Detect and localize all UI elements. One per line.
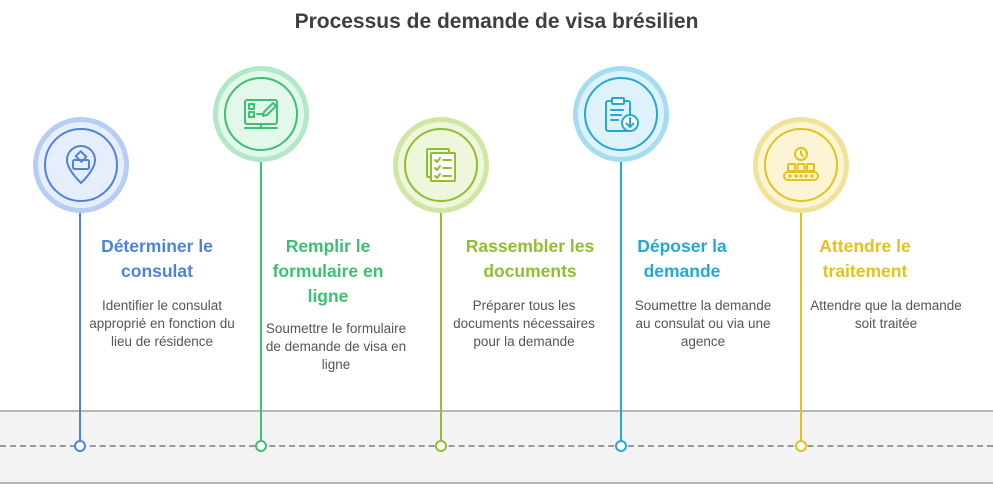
step-5-heading: Attendre le traitement	[819, 236, 911, 281]
step-4-description: Soumettre la demande au consulat ou via …	[634, 298, 772, 349]
step-2-circle	[213, 66, 309, 162]
step-3-circle	[393, 117, 489, 213]
timeline-road	[0, 410, 993, 484]
step-1-heading: Déterminer le consulat	[101, 236, 213, 281]
step-5-description: Attendre que la demande soit traitée	[810, 298, 962, 331]
step-4-heading: Déposer la demande	[637, 236, 727, 281]
documents-checklist-icon	[426, 148, 456, 182]
location-pin-icon	[66, 145, 96, 184]
step-2-heading: Remplir le formulaire en ligne	[272, 236, 384, 306]
step-1-circle	[33, 117, 129, 213]
step-1-description: Identifier le consulat approprié en fonc…	[89, 298, 235, 349]
step-3-heading: Rassembler les documents	[465, 236, 595, 281]
diagram-title: Processus de demande de visa brésilien	[294, 10, 699, 33]
step-4-circle	[573, 66, 669, 162]
timeline-dashed-line	[0, 445, 993, 447]
step-2-connector	[260, 162, 262, 444]
online-form-icon	[244, 99, 278, 129]
processing-wait-icon	[783, 147, 819, 181]
step-4-connector	[620, 162, 622, 444]
clipboard-submit-icon	[605, 97, 639, 132]
step-2-description: Soumettre le formulaire de demande de vi…	[265, 321, 407, 372]
step-5-circle	[753, 117, 849, 213]
step-3-description: Préparer tous les documents nécessaires …	[453, 298, 595, 349]
